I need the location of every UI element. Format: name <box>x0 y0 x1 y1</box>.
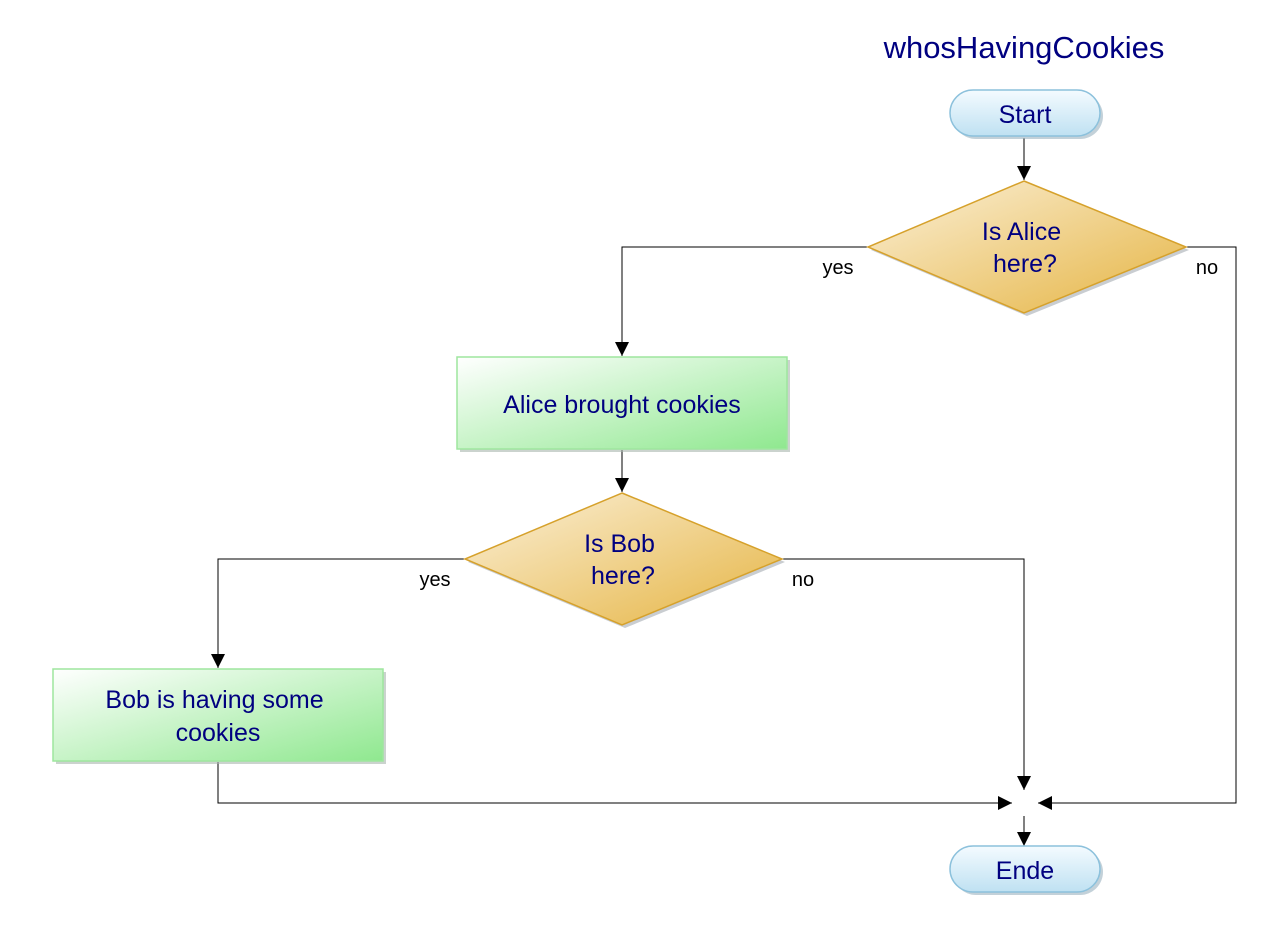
process-alice-node[interactable]: Alice brought cookies <box>456 356 790 452</box>
decision-alice-node[interactable]: Is Alice here? <box>866 180 1189 316</box>
process-bob-label: Bob is having some cookies <box>105 686 330 747</box>
process-bob-line-2: cookies <box>176 719 261 747</box>
decision-bob-line-1: Is Bob <box>584 530 655 558</box>
edge-bob-process-to-merge <box>217 762 1012 810</box>
process-alice-label: Alice brought cookies <box>503 391 741 419</box>
start-node[interactable]: Start <box>949 89 1103 139</box>
start-label: Start <box>999 101 1052 129</box>
process-bob-line-1: Bob is having some <box>105 686 323 714</box>
decision-bob-node[interactable]: Is Bob here? <box>463 492 785 628</box>
decision-alice-label: Is Alice here? <box>982 218 1068 278</box>
edge-alice-no <box>1038 246 1237 810</box>
process-bob-node[interactable]: Bob is having some cookies <box>52 668 386 764</box>
edges <box>211 138 1237 846</box>
edge-label-alice-no: no <box>1196 257 1218 279</box>
decision-bob-line-2: here? <box>591 562 655 590</box>
decision-alice-line-2: here? <box>993 250 1057 278</box>
edge-label-bob-no: no <box>792 569 814 591</box>
decision-alice-line-1: Is Alice <box>982 218 1061 246</box>
edge-label-alice-yes: yes <box>822 257 853 279</box>
diagram-title: whosHavingCookies <box>883 30 1165 65</box>
edge-alice-yes <box>615 246 868 356</box>
edge-label-bob-yes: yes <box>419 569 450 591</box>
edge-bob-no <box>782 558 1031 790</box>
end-node[interactable]: Ende <box>949 845 1103 895</box>
decision-bob-label: Is Bob here? <box>584 530 662 590</box>
edge-bob-yes <box>211 558 465 668</box>
end-label: Ende <box>996 857 1054 885</box>
